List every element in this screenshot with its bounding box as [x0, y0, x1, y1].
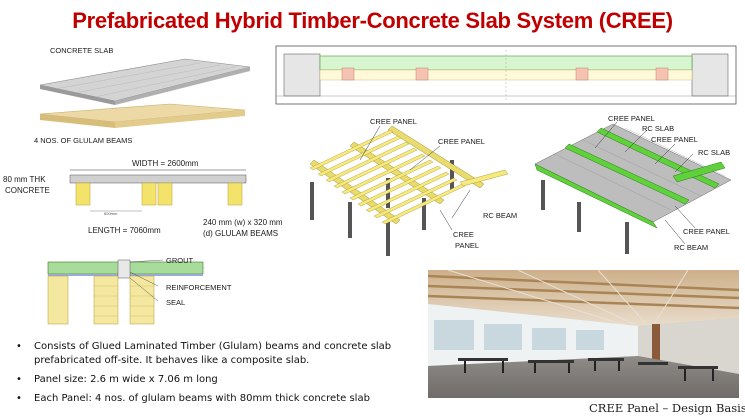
bullet-item: Each Panel: 4 nos. of glulam beams with …: [14, 392, 409, 406]
right-rc-slab-label-1: RC SLAB: [642, 124, 675, 133]
svg-text:...: ...: [203, 265, 206, 269]
grout-label: GROUT: [166, 256, 194, 265]
width-label: WIDTH = 2600mm: [132, 159, 199, 168]
concrete-slab-label: CONCRETE SLAB: [50, 46, 114, 55]
right-cree-panel-label-1: CREE PANEL: [608, 114, 655, 123]
joint-detail-drawing: ...: [47, 259, 206, 325]
seal-label: SEAL: [166, 298, 186, 307]
beam-size-label-1: 240 mm (w) x 320 mm: [203, 218, 283, 227]
interior-photo-illustration: [428, 270, 739, 398]
bullet-item: Consists of Glued Laminated Timber (Glul…: [14, 340, 409, 368]
right-cree-panel-label-2: CREE PANEL: [651, 135, 698, 144]
left-cree-panel-label-1: CREE PANEL: [370, 117, 417, 126]
slab-elevation-drawing: [275, 45, 737, 105]
left-cree-panel-label-3b: PANEL: [455, 241, 480, 250]
right-rc-beam-label: RC BEAM: [674, 243, 709, 252]
spacing-label: 600mm: [104, 211, 118, 216]
bullet-list: Consists of Glued Laminated Timber (Glul…: [14, 340, 409, 406]
glulam-beams-label: 4 NOS. OF GLULAM BEAMS: [34, 136, 133, 145]
concrete-thickness-label-2: CONCRETE: [5, 186, 50, 195]
bullet-item: Panel size: 2.6 m wide x 7.06 m long: [14, 373, 409, 387]
concrete-thickness-label-1: 80 mm THK: [3, 175, 46, 184]
length-label: LENGTH = 7060mm: [88, 226, 161, 235]
right-cree-panel-label-3: CREE PANEL: [683, 227, 730, 236]
page-title: Prefabricated Hybrid Timber-Concrete Sla…: [72, 8, 673, 33]
left-rc-beam-label: RC BEAM: [483, 211, 518, 220]
isometric-composite-slab-drawing: [534, 121, 732, 254]
left-cree-panel-label-2: CREE PANEL: [438, 137, 485, 146]
caption: CREE Panel – Design Basis: [589, 401, 745, 415]
left-cree-panel-label-3a: CREE: [453, 230, 474, 239]
bullet-list-container: Consists of Glued Laminated Timber (Glul…: [14, 340, 409, 411]
beam-size-label-2: (d) GLULAM BEAMS: [203, 229, 279, 238]
cross-section-drawing: [69, 169, 247, 212]
interior-photo: [428, 270, 739, 398]
reinforcement-label: REINFORCEMENT: [166, 283, 232, 292]
concrete-slab-drawing: [39, 58, 251, 105]
right-rc-slab-label-2: RC SLAB: [698, 148, 731, 157]
glulam-beams-drawing: [39, 103, 246, 128]
isometric-timber-frame-drawing: [309, 125, 509, 256]
